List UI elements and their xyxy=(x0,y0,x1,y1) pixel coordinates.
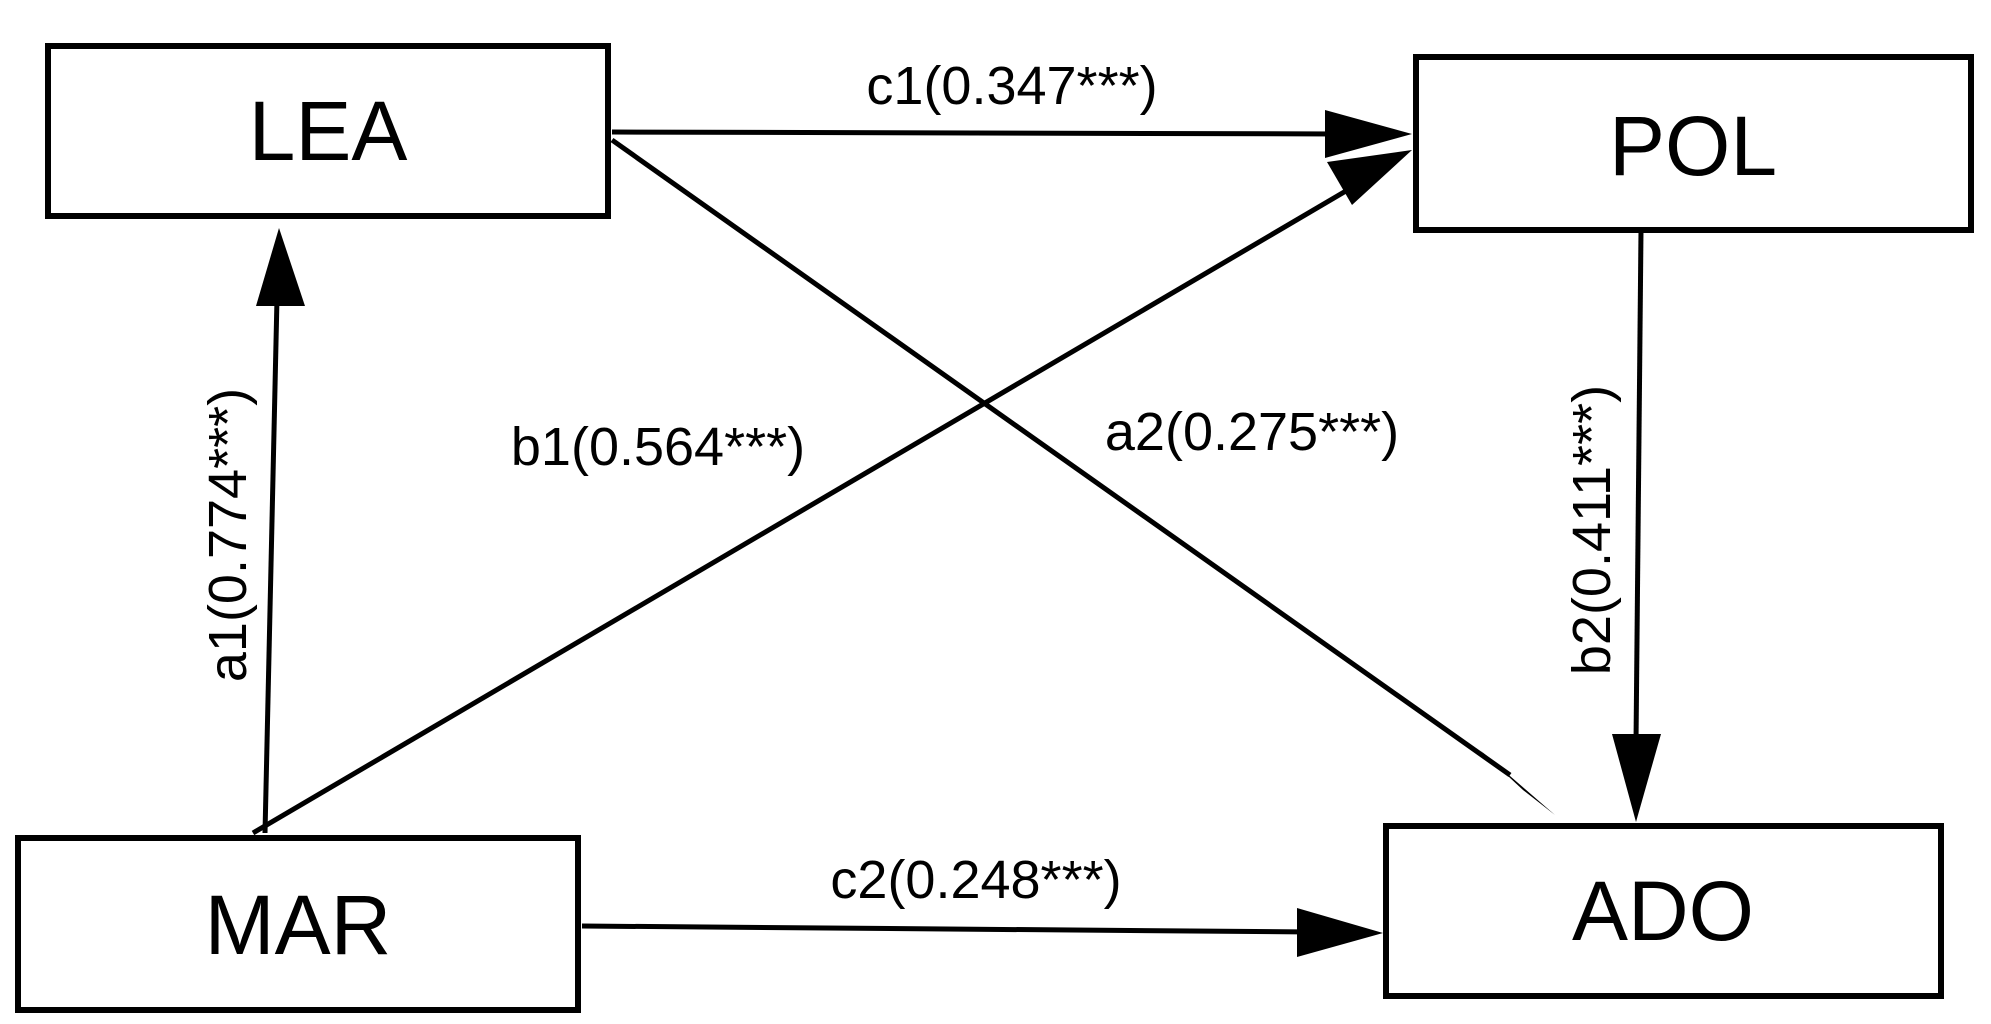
path-label-a1: a1(0.774***) xyxy=(198,388,258,682)
arrowhead-ado-from-pol xyxy=(1612,734,1661,822)
arrowhead-pol-from-mar xyxy=(1327,150,1412,205)
edge-labels: c1(0.347***) b1(0.564***) a2(0.275***) c… xyxy=(198,56,1622,910)
path-label-a2: a2(0.275***) xyxy=(1105,402,1399,462)
edge-lea-pol xyxy=(611,129,1341,137)
path-label-c1: c1(0.347***) xyxy=(866,56,1157,116)
edge-mar-lea xyxy=(262,297,280,834)
node-mar: MAR xyxy=(15,835,581,1013)
path-label-b1: b1(0.564***) xyxy=(511,417,805,477)
node-mar-box xyxy=(15,835,581,1013)
node-pol-label: POL xyxy=(1609,99,1777,193)
path-label-b2: b2(0.411***) xyxy=(1562,385,1622,675)
edge-pol-ado xyxy=(1633,229,1644,744)
edge-lea-ado xyxy=(610,137,1512,778)
node-lea-label: LEA xyxy=(249,84,408,178)
edges xyxy=(251,110,1661,957)
node-pol-box xyxy=(1413,54,1974,233)
edge-mar-ado xyxy=(581,923,1314,935)
arrowhead-pol-from-lea xyxy=(1325,110,1412,158)
node-ado-box xyxy=(1383,823,1944,999)
node-ado: ADO xyxy=(1383,823,1944,999)
node-lea: LEA xyxy=(45,43,611,219)
node-lea-box xyxy=(45,43,611,219)
node-ado-label: ADO xyxy=(1572,864,1754,958)
arrowhead-ado-from-mar xyxy=(1297,908,1383,957)
edge-mar-pol xyxy=(251,175,1370,836)
node-mar-label: MAR xyxy=(205,878,392,972)
path-label-c2: c2(0.248***) xyxy=(830,850,1121,910)
node-pol: POL xyxy=(1413,54,1974,233)
arrowhead-lea-from-mar xyxy=(256,228,305,306)
arrowhead-ado-from-lea xyxy=(1480,750,1555,815)
